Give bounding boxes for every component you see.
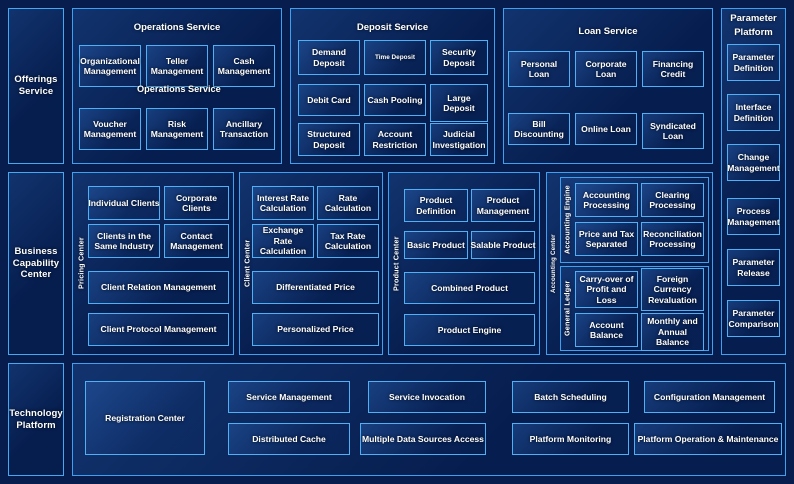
tech-item-service-invocation[interactable]: Service Invocation xyxy=(368,381,486,413)
row-label-offerings-service: Offerings Service xyxy=(8,8,64,164)
row-label-text: Technology Platform xyxy=(9,407,63,431)
bcc-column-pricing-center xyxy=(72,172,234,355)
bcc-item-basic-product[interactable]: Basic Product xyxy=(404,231,468,259)
offering-financing-credit[interactable]: Financing Credit xyxy=(642,51,704,87)
parameter-item-change-management[interactable]: Change Management xyxy=(727,144,780,181)
offering-organizational-management[interactable]: Organizational Management xyxy=(79,45,141,87)
group-title-operations-service: Operations Service xyxy=(133,22,221,33)
bcc-item-clients-in-the-same-industry[interactable]: Clients in the Same Industry xyxy=(88,224,160,258)
bcc-item-client-protocol-management[interactable]: Client Protocol Management xyxy=(88,313,229,346)
tech-item-service-management[interactable]: Service Management xyxy=(228,381,350,413)
bcc-item-carry-over-of-profit-and-loss[interactable]: Carry-over of Profit and Loss xyxy=(575,271,638,308)
group-title-parameter-platform-line2: Platform xyxy=(734,27,773,38)
bcc-item-product-engine[interactable]: Product Engine xyxy=(404,314,535,346)
tech-item-batch-scheduling[interactable]: Batch Scheduling xyxy=(512,381,629,413)
offering-judicial-investigation[interactable]: Judicial Investigation xyxy=(430,123,488,156)
bcc-item-interest-rate-calculation[interactable]: Interest Rate Calculation xyxy=(252,186,314,220)
bcc-subgroup-accounting-engine xyxy=(560,177,709,263)
bcc-item-product-management[interactable]: Product Management xyxy=(471,189,535,222)
bcc-column-product-center xyxy=(388,172,540,355)
group-title-deposit-service: Deposit Service xyxy=(356,22,429,33)
offering-demand-deposit[interactable]: Demand Deposit xyxy=(298,40,360,75)
offering-risk-management[interactable]: Risk Management xyxy=(146,108,208,150)
offering-security-deposit[interactable]: Security Deposit xyxy=(430,40,488,75)
bcc-item-exchange-rate-calculation[interactable]: Exchange Rate Calculation xyxy=(252,224,314,258)
bcc-column-client-center xyxy=(239,172,383,355)
bcc-column-label-accounting-center: Accounting Center xyxy=(550,234,557,293)
parameter-item-parameter-release[interactable]: Parameter Release xyxy=(727,249,780,286)
bcc-item-monthly-and-annual-balance[interactable]: Monthly and Annual Balance xyxy=(641,313,704,351)
bcc-item-corporate-clients[interactable]: Corporate Clients xyxy=(164,186,229,220)
offering-large-deposit[interactable]: Large Deposit xyxy=(430,84,488,122)
bcc-column-label-product-center: Product Center xyxy=(391,236,401,291)
tech-item-multiple-data-sources-access[interactable]: Multiple Data Sources Access xyxy=(360,423,486,455)
bcc-item-reconciliation-processing[interactable]: Reconciliation Processing xyxy=(641,222,704,256)
row-label-text: Business Capability Center xyxy=(12,245,60,281)
row-label-technology-platform: Technology Platform xyxy=(8,363,64,476)
bcc-column-accounting-center xyxy=(546,172,713,355)
bcc-item-accounting-processing[interactable]: Accounting Processing xyxy=(575,183,638,217)
tech-item-platform-monitoring[interactable]: Platform Monitoring xyxy=(512,423,629,455)
group-deposit-service: Deposit Service xyxy=(290,8,495,164)
offering-teller-management[interactable]: Teller Management xyxy=(146,45,208,87)
tech-item-registration-center[interactable]: Registration Center xyxy=(85,381,205,455)
group-title-parameter-platform-line1: Parameter xyxy=(730,13,777,24)
parameter-item-parameter-definition[interactable]: Parameter Definition xyxy=(727,44,780,81)
bcc-item-personalized-price[interactable]: Personalized Price xyxy=(252,313,379,346)
bcc-item-foreign-currency-revaluation[interactable]: Foreign Currency Revaluation xyxy=(641,268,704,311)
offering-cash-management[interactable]: Cash Management xyxy=(213,45,275,87)
row-label-text: Offerings Service xyxy=(14,74,58,97)
offering-corporate-loan[interactable]: Corporate Loan xyxy=(575,51,637,87)
offering-online-loan[interactable]: Online Loan xyxy=(575,113,637,145)
offering-syndicated-loan[interactable]: Syndicated Loan xyxy=(642,113,704,149)
parameter-item-process-management[interactable]: Process Management xyxy=(727,198,780,235)
group-parameter-platform xyxy=(721,8,786,355)
row-label-business-capability-center: Business Capability Center xyxy=(8,172,64,355)
offering-cash-pooling[interactable]: Cash Pooling xyxy=(364,84,426,116)
bcc-item-individual-clients[interactable]: Individual Clients xyxy=(88,186,160,220)
bcc-item-tax-rate-calculation[interactable]: Tax Rate Calculation xyxy=(317,224,379,258)
bcc-item-clearing-processing[interactable]: Clearing Processing xyxy=(641,183,704,217)
group-title-loan-service: Loan Service xyxy=(578,26,638,37)
bcc-item-price-and-tax-separated[interactable]: Price and Tax Separated xyxy=(575,222,638,256)
bcc-item-product-definition[interactable]: Product Definition xyxy=(404,189,468,222)
bcc-item-differentiated-price[interactable]: Differentiated Price xyxy=(252,271,379,304)
tech-item-configuration-management[interactable]: Configuration Management xyxy=(644,381,775,413)
bcc-item-salable-product[interactable]: Salable Product xyxy=(471,231,535,259)
offering-personal-loan[interactable]: Personal Loan xyxy=(508,51,570,87)
offering-account-restriction[interactable]: Account Restriction xyxy=(364,123,426,156)
parameter-item-interface-definition[interactable]: Interface Definition xyxy=(727,94,780,131)
bcc-subgroup-label-general-ledger: General Ledger xyxy=(562,280,572,337)
tech-item-platform-operation-and-maintenance[interactable]: Platform Operation & Maintenance xyxy=(634,423,782,455)
offering-time-deposit[interactable]: Time Deposit xyxy=(364,40,426,75)
bcc-item-rate-calculation[interactable]: Rate Calculation xyxy=(317,186,379,220)
bcc-column-label-pricing-center: Pricing Center xyxy=(76,237,86,290)
offering-bill-discounting[interactable]: Bill Discounting xyxy=(508,113,570,145)
bcc-item-combined-product[interactable]: Combined Product xyxy=(404,272,535,304)
bcc-subgroup-label-accounting-engine: Accounting Engine xyxy=(562,185,572,255)
offering-ancillary-transaction[interactable]: Ancillary Transaction xyxy=(213,108,275,150)
parameter-item-parameter-comparison[interactable]: Parameter Comparison xyxy=(727,300,780,337)
offering-voucher-management[interactable]: Voucher Management xyxy=(79,108,141,150)
bcc-item-account-balance[interactable]: Account Balance xyxy=(575,313,638,347)
offering-structured-deposit[interactable]: Structured Deposit xyxy=(298,123,360,156)
bcc-subgroup-general-ledger xyxy=(560,266,709,351)
bcc-item-contact-management[interactable]: Contact Management xyxy=(164,224,229,258)
tech-item-distributed-cache[interactable]: Distributed Cache xyxy=(228,423,350,455)
bcc-item-client-relation-management[interactable]: Client Relation Management xyxy=(88,271,229,304)
offering-debit-card[interactable]: Debit Card xyxy=(298,84,360,116)
group-title-operations-service-overlay: Operations Service xyxy=(137,84,221,94)
